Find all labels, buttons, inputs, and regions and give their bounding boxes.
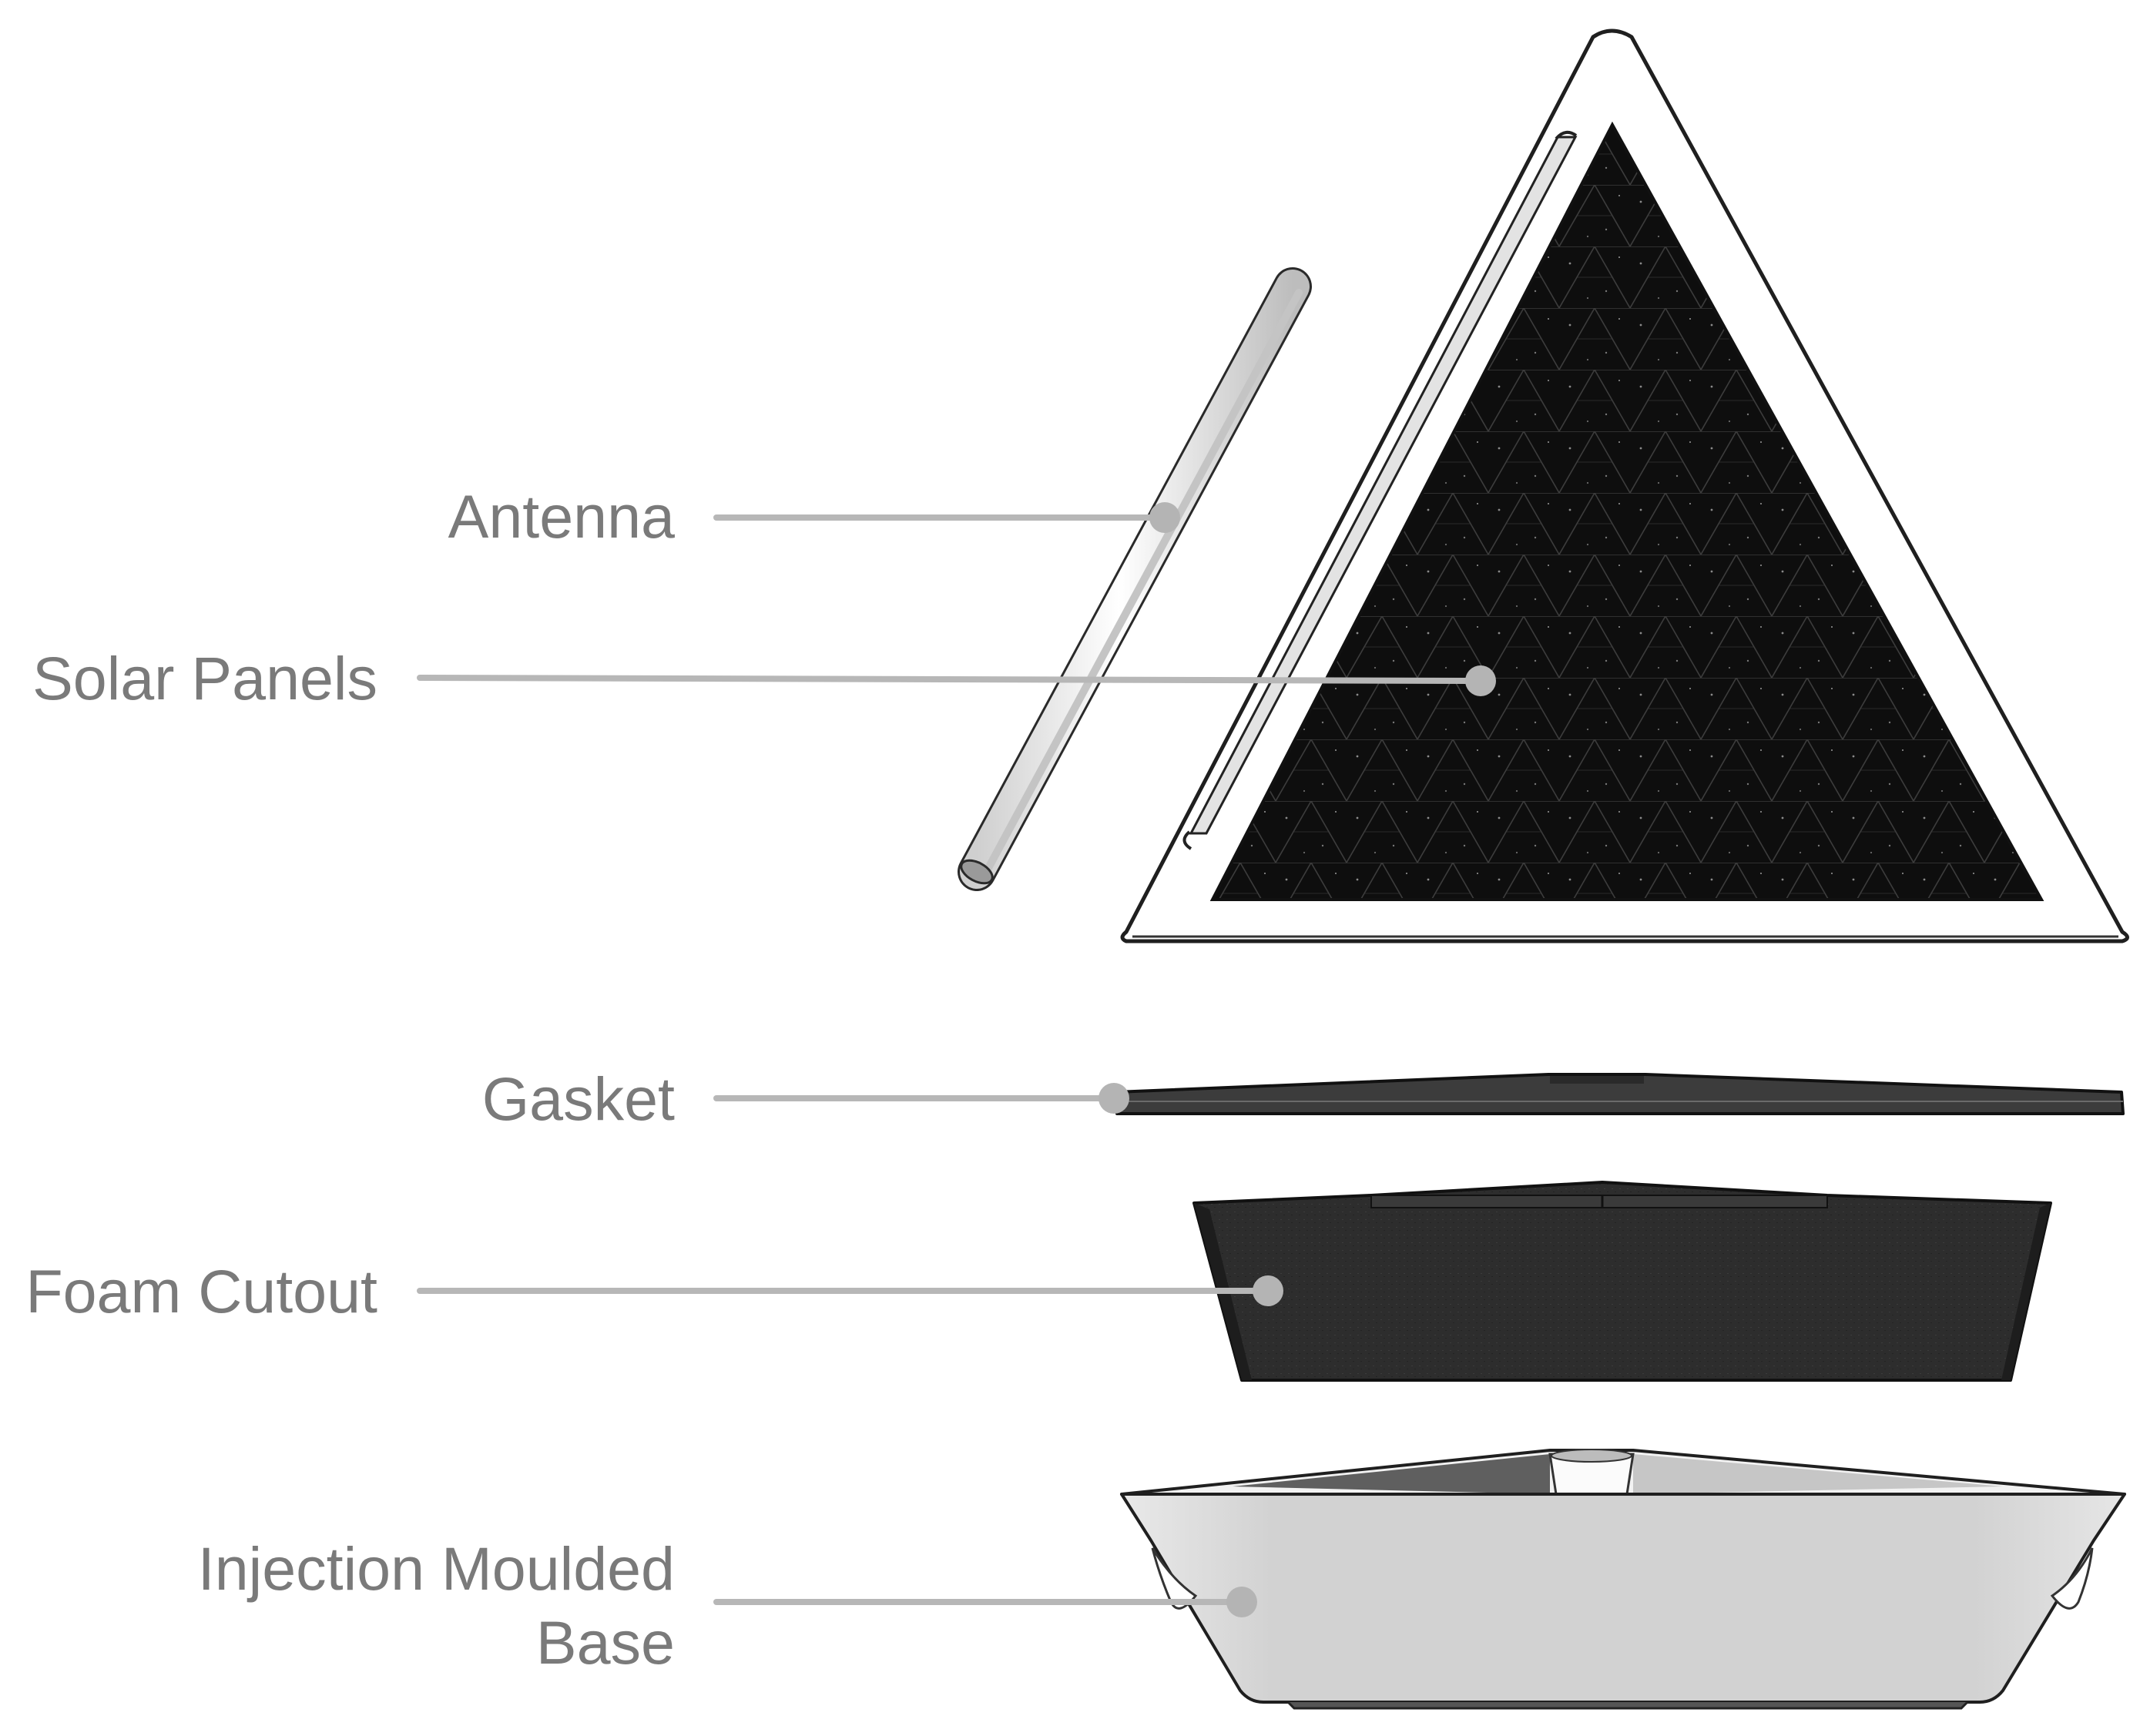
label-solar-panels: Solar Panels	[32, 644, 377, 712]
label-antenna: Antenna	[448, 482, 675, 551]
base-part	[1120, 1449, 2126, 1710]
leader-foam-cutout	[417, 1275, 1283, 1306]
gasket-part	[1114, 1073, 2125, 1115]
solar-panel-part	[1120, 28, 2129, 943]
foam-cutout-part	[1192, 1181, 2052, 1382]
label-base-line2: Base	[536, 1608, 675, 1677]
label-gasket: Gasket	[482, 1064, 675, 1133]
solar-cells	[1209, 121, 2044, 901]
antenna-part	[958, 267, 1312, 891]
label-base-line1: Injection Moulded	[198, 1534, 675, 1603]
leader-solar-panels	[417, 665, 1496, 696]
leader-base	[713, 1587, 1257, 1617]
leader-gasket	[713, 1083, 1129, 1114]
leader-antenna	[713, 502, 1180, 533]
label-foam-cutout: Foam Cutout	[25, 1257, 377, 1325]
